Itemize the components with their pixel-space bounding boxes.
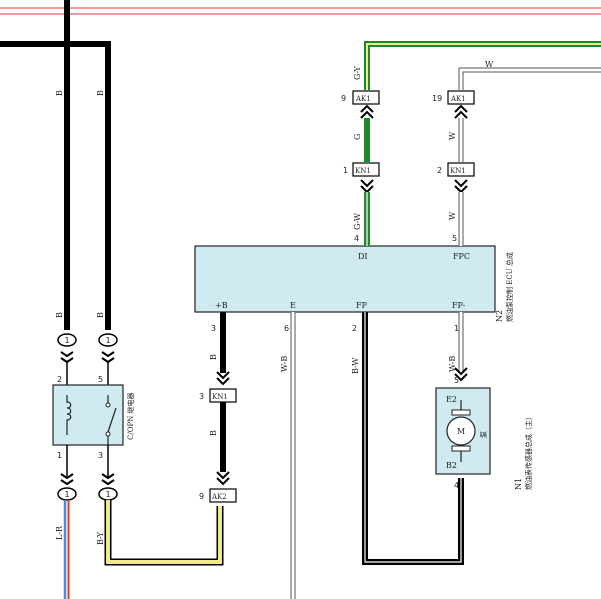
wire-label-b-kn1-lower: B (209, 430, 218, 436)
pin-ecu-fpc: 5 (452, 234, 457, 243)
pin-relay-5: 5 (98, 375, 103, 384)
ecu-id: N2 (495, 310, 504, 322)
pin-ecu-fpm: 1 (454, 324, 459, 333)
ecu-name: 燃油泵控制 ECU 总成 (505, 252, 514, 322)
pin-kn1-right: 2 (437, 166, 442, 175)
pin-kn1-mid: 3 (199, 392, 204, 401)
wire-label-b-kn1-upper: B (209, 354, 218, 360)
junction-1b: 1 (98, 333, 118, 347)
wire-label-g-w: G-W (353, 212, 362, 230)
pump-label: 泵 (480, 431, 488, 438)
wire-label-b-w: B-W (351, 357, 360, 374)
wire-label-b-right: B (96, 90, 105, 96)
pin-relay-3: 3 (98, 451, 103, 460)
ecu-pin-e: E (290, 301, 296, 310)
wire-label-b-left: B (55, 90, 64, 96)
pin-ak2: 9 (199, 492, 204, 501)
svg-text:1: 1 (65, 490, 70, 499)
pin-pump-4: 4 (454, 481, 459, 490)
pump-e2: E2 (446, 395, 457, 404)
connector-chevron (454, 179, 468, 194)
svg-text:1: 1 (106, 336, 111, 345)
pin-ecu-b: 3 (211, 324, 216, 333)
wire-b-right (0, 41, 111, 330)
wire-w-top (458, 67, 601, 90)
motor-icon (446, 416, 476, 446)
wire-b-w (362, 312, 464, 565)
pin-relay-1: 1 (57, 451, 62, 460)
pin-ak1-left: 9 (341, 94, 346, 103)
connector-chevron (216, 471, 230, 486)
connector-chevron (360, 179, 374, 194)
wire-label-l-r: L-R (55, 525, 64, 540)
wire-label-w-low: W (448, 211, 457, 220)
junction-1d: 1 (98, 487, 118, 501)
connector-chevron (360, 104, 374, 119)
wire-label-b-right-lower: B (96, 312, 105, 318)
svg-text:KN1: KN1 (450, 167, 466, 175)
svg-text:AK2: AK2 (211, 493, 227, 501)
pump-name: 燃油表传感器总成（主） (524, 413, 533, 490)
ecu-pin-fp: FP (356, 301, 368, 310)
pin-kn1-left: 1 (343, 166, 348, 175)
pump-id: N1 (514, 478, 523, 490)
connector-chevron (101, 473, 115, 486)
ecu-pin-b: +B (215, 301, 228, 310)
wire-label-g-y: G-Y (353, 66, 362, 80)
connector-chevron (60, 351, 74, 364)
pin-pump-5: 5 (454, 376, 459, 385)
pin-relay-2: 2 (57, 375, 62, 384)
pump-b2: B2 (446, 461, 457, 470)
pump-fuel-sender (435, 387, 491, 475)
wire-b-y (104, 500, 224, 566)
wire-label-w-mid: W (448, 131, 457, 140)
wire-label-w-b: W-B (280, 356, 289, 372)
relay-coil-icon (66, 395, 72, 435)
connector-chevron (60, 473, 74, 486)
junction-1a: 1 (57, 333, 77, 347)
svg-text:KN1: KN1 (212, 393, 228, 401)
svg-text:KN1: KN1 (355, 167, 371, 175)
wire-g-y (364, 41, 601, 90)
svg-text:AK1: AK1 (450, 95, 466, 103)
pin-ecu-e: 6 (284, 324, 289, 333)
connector-ak1-left: AK1 (352, 90, 380, 105)
connector-chevron (101, 351, 115, 364)
svg-text:1: 1 (65, 336, 70, 345)
wire-label-g: G (353, 134, 362, 140)
relay-switch-icon (107, 407, 117, 433)
ecu-pin-fpm: FP- (452, 301, 465, 310)
wire-label-w-b-fp: W-B (448, 356, 457, 372)
junction-1c: 1 (57, 487, 77, 501)
connector-kn1-mid: KN1 (209, 388, 237, 403)
pin-ecu-fp: 2 (352, 324, 357, 333)
wire-label-w-top: W (485, 60, 494, 69)
wire-label-b-y: B-Y (96, 531, 105, 545)
ecu-pin-di: DI (358, 252, 368, 261)
ecu-pin-fpc: FPC (453, 252, 470, 261)
pin-ecu-di: 4 (354, 234, 359, 243)
svg-text:AK1: AK1 (355, 95, 371, 103)
wire-l-r (63, 500, 70, 599)
ecu-fuel-pump-control (194, 245, 496, 313)
relay-c-opn (52, 384, 124, 446)
pin-ak1-right: 19 (432, 94, 442, 103)
connector-chevron (454, 367, 468, 382)
pump-motor-m: M (457, 427, 465, 436)
wire-label-b-left-lower: B (55, 312, 64, 318)
svg-text:1: 1 (106, 490, 111, 499)
connector-kn1-right: KN1 (447, 162, 475, 177)
relay-name: C/OPN 继电器 (126, 392, 135, 440)
connector-ak1-right: AK1 (447, 90, 475, 105)
connector-kn1-left: KN1 (352, 162, 380, 177)
connector-chevron (454, 104, 468, 119)
connector-ak2: AK2 (209, 488, 237, 503)
connector-chevron (216, 371, 230, 386)
